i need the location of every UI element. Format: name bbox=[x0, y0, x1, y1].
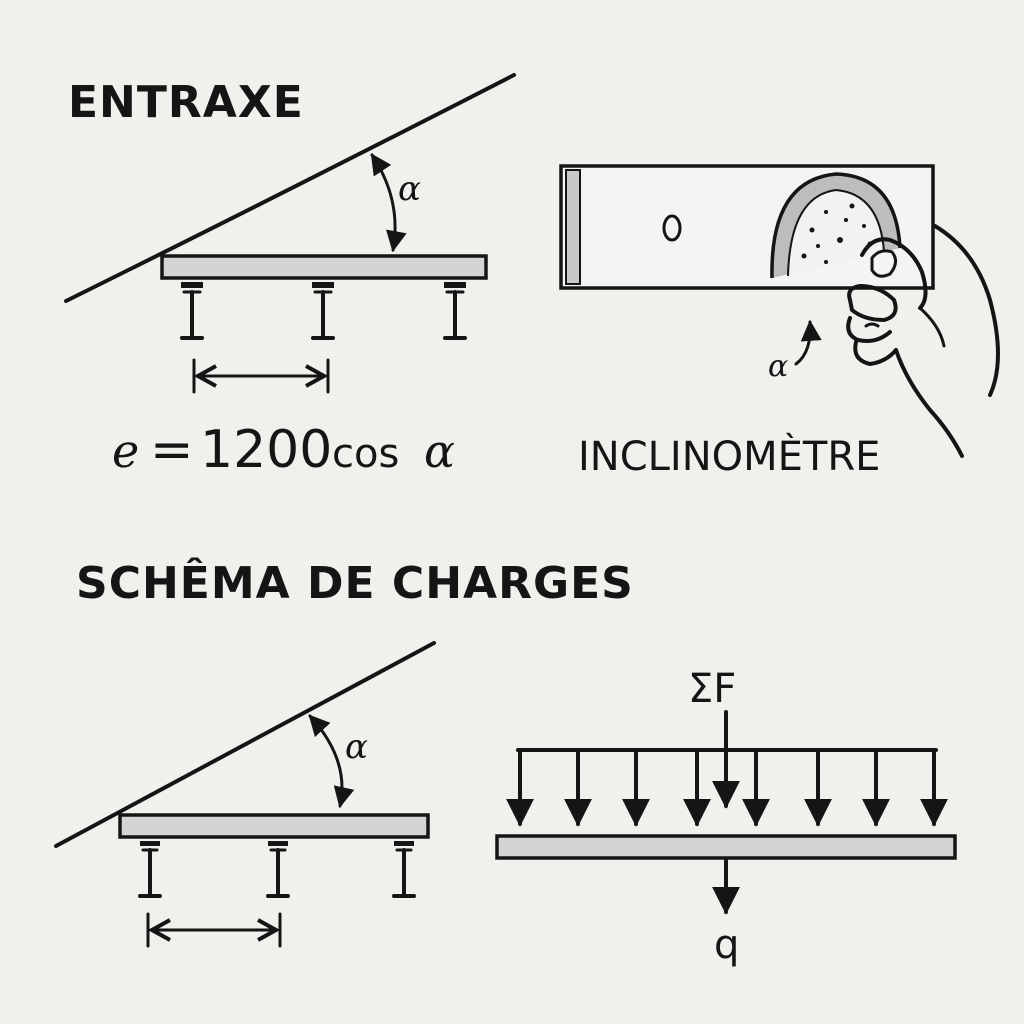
spacing-dimension bbox=[192, 358, 330, 394]
support-left bbox=[180, 282, 204, 340]
load-label: q bbox=[714, 922, 739, 968]
formula-symbol: α bbox=[424, 424, 455, 478]
roof-slope-line bbox=[64, 73, 516, 303]
spacing-dimension-2 bbox=[146, 912, 282, 948]
formula-lhs: e bbox=[112, 424, 139, 478]
hand bbox=[846, 224, 1000, 458]
support-right-2 bbox=[392, 841, 416, 898]
angle-label-2: α bbox=[345, 727, 368, 767]
support-middle-2 bbox=[266, 841, 290, 898]
resultant-force-label: ΣF bbox=[688, 666, 736, 712]
angle-arc bbox=[370, 153, 407, 253]
inclinometre-panel: α INCLINOMÈTRE bbox=[559, 164, 1000, 480]
formula-number: 1200 bbox=[200, 420, 332, 480]
entraxe-panel: ENTRAXE α bbox=[64, 73, 516, 480]
load-diagram: ΣF q bbox=[495, 666, 957, 968]
inclinometre-heading: INCLINOMÈTRE bbox=[578, 432, 880, 480]
loaded-beam bbox=[495, 834, 957, 860]
formula-function: cos bbox=[332, 431, 399, 477]
beam-2 bbox=[118, 813, 430, 839]
support-right bbox=[443, 282, 467, 340]
beam bbox=[160, 254, 488, 280]
angle-label: α bbox=[398, 169, 421, 209]
inclinometer-end-cap bbox=[565, 169, 581, 285]
roof-slope-line-2 bbox=[54, 641, 436, 848]
entraxe-heading: ENTRAXE bbox=[68, 77, 304, 128]
support-left-2 bbox=[138, 841, 162, 898]
inclinometer-angle-arrow bbox=[794, 319, 822, 366]
inclinometer-angle-label: α bbox=[768, 349, 788, 384]
support-middle bbox=[311, 282, 335, 340]
bubble-dial bbox=[770, 172, 902, 279]
angle-arc-2 bbox=[308, 714, 355, 809]
distributed-load-arrows bbox=[506, 748, 948, 827]
schema-charges-panel: SCHÊMA DE CHARGES α bbox=[54, 556, 957, 968]
spacing-formula: e = 1200 cos α bbox=[112, 420, 455, 480]
schema-charges-heading: SCHÊMA DE CHARGES bbox=[76, 556, 634, 609]
formula-equals: = bbox=[150, 420, 194, 480]
mounting-hole bbox=[662, 214, 682, 242]
